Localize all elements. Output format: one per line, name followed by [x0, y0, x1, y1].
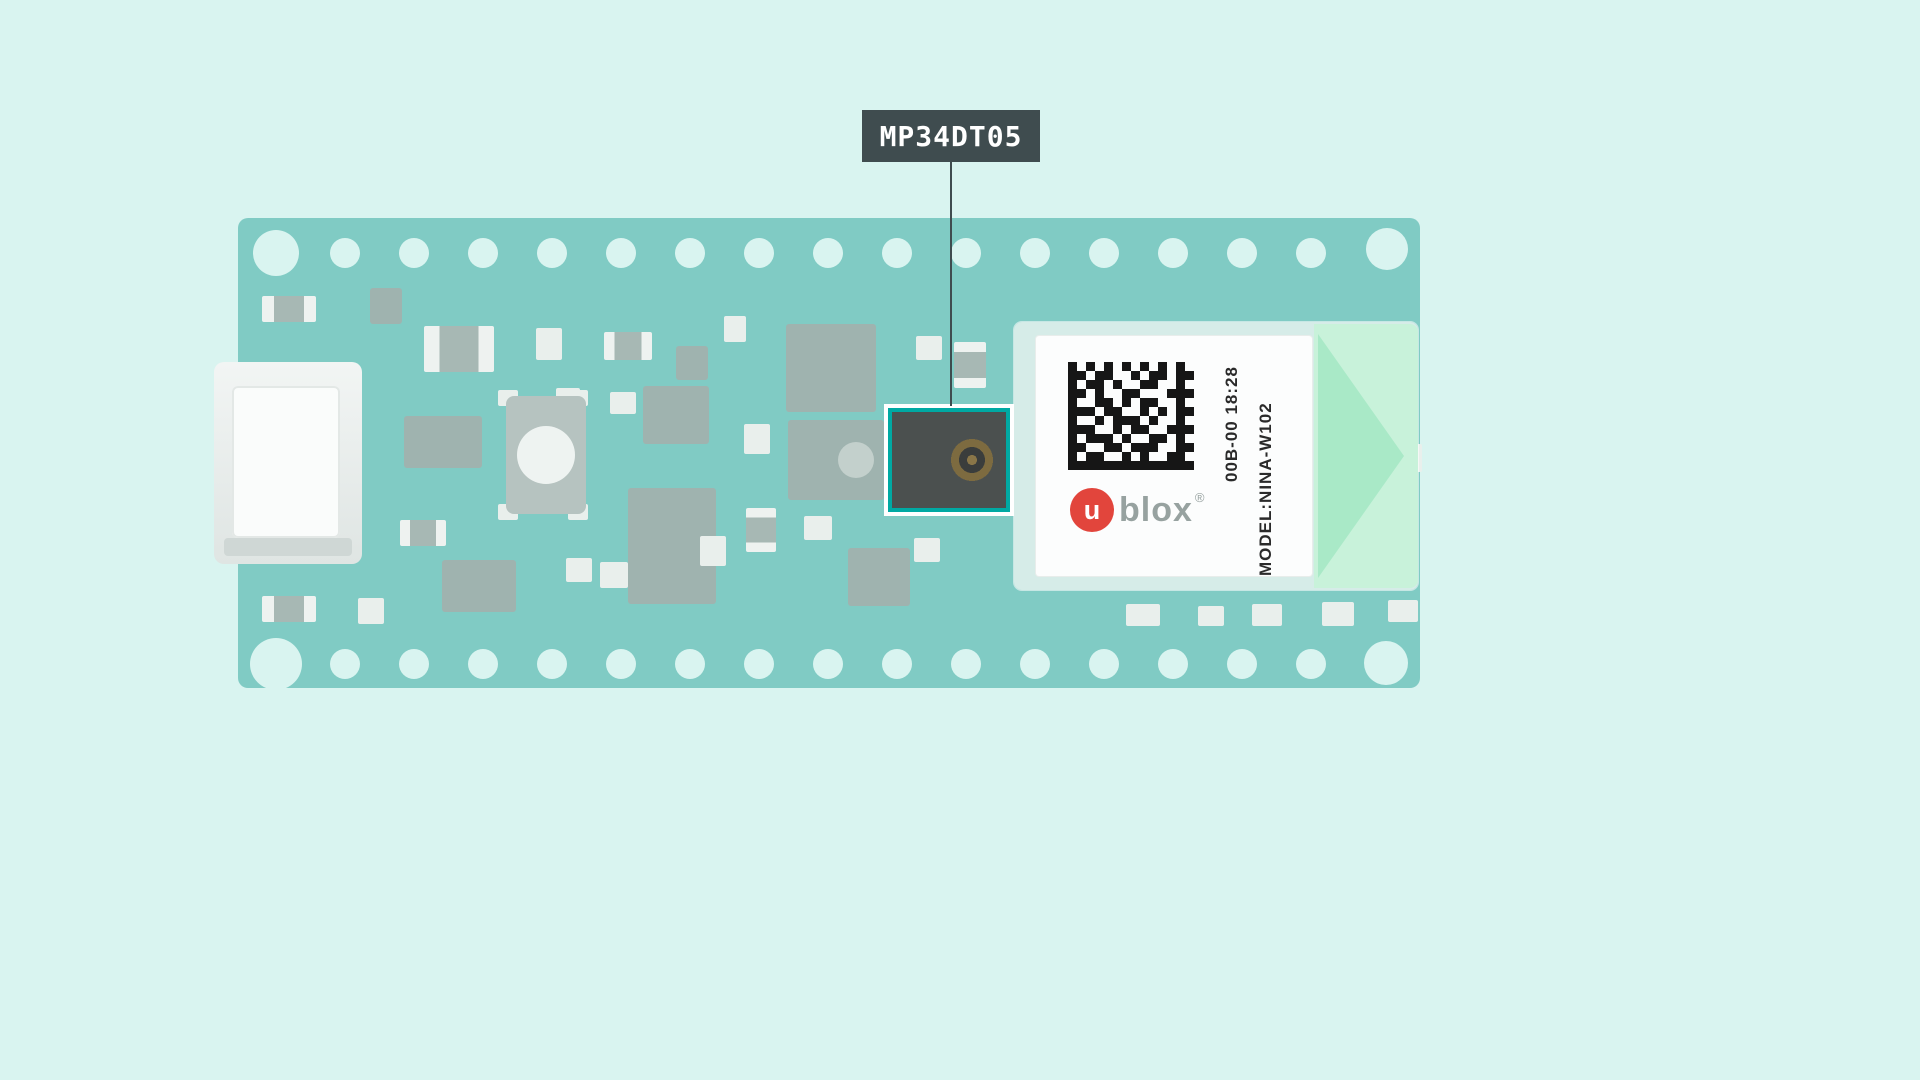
smd-component	[604, 332, 652, 360]
pin-hole	[468, 649, 498, 679]
pin-hole	[1020, 238, 1050, 268]
pin-hole	[675, 649, 705, 679]
antenna-area	[1314, 324, 1418, 588]
usb-connector-shell	[232, 386, 340, 538]
smd-component	[442, 560, 516, 612]
smd-component	[566, 558, 592, 582]
usb-connector	[214, 362, 362, 564]
pin-hole	[1366, 228, 1408, 270]
smd-component	[536, 328, 562, 360]
smd-component	[848, 548, 910, 606]
pin-hole	[1158, 649, 1188, 679]
smd-component	[370, 288, 402, 324]
smd-component	[1126, 604, 1160, 626]
smd-component	[400, 520, 446, 546]
smd-component	[262, 296, 316, 322]
module-label: u blox ® 00B-00 18:28 MODEL:NINA-W102	[1036, 336, 1312, 576]
smd-component	[1388, 600, 1418, 622]
ublox-brand: u blox ®	[1070, 488, 1205, 532]
module-date-code: 00B-00 18:28	[1222, 366, 1241, 482]
datamatrix-code	[1068, 362, 1194, 470]
pin-hole	[951, 238, 981, 268]
pin-hole	[250, 638, 302, 690]
pin-hole	[744, 238, 774, 268]
pin-hole	[253, 230, 299, 276]
smd-component	[600, 562, 628, 588]
smd-component	[1322, 602, 1354, 626]
smd-component	[788, 420, 884, 500]
pin-hole	[1364, 641, 1408, 685]
pin-hole	[813, 238, 843, 268]
smd-component	[916, 336, 942, 360]
pin-hole	[1089, 649, 1119, 679]
registered-mark: ®	[1194, 490, 1205, 505]
pin-hole	[1089, 238, 1119, 268]
antenna-triangle	[1318, 334, 1404, 578]
pin-hole	[675, 238, 705, 268]
nina-w102-module: u blox ® 00B-00 18:28 MODEL:NINA-W102	[1014, 322, 1418, 590]
microphone-highlight	[884, 404, 1014, 516]
pin-hole	[813, 649, 843, 679]
smd-component	[1252, 604, 1282, 626]
smd-component	[804, 516, 832, 540]
pin-hole	[882, 238, 912, 268]
pin-hole	[330, 649, 360, 679]
pin-hole	[399, 238, 429, 268]
pin-hole	[1227, 238, 1257, 268]
smd-component	[404, 416, 482, 468]
pin-hole	[468, 238, 498, 268]
callout-line	[950, 162, 952, 406]
pin-hole	[1020, 649, 1050, 679]
smd-component	[424, 326, 494, 372]
smd-component	[676, 346, 708, 380]
microphone-component	[888, 408, 1010, 512]
smd-component	[954, 342, 986, 388]
pin-hole	[1296, 649, 1326, 679]
smd-component	[643, 386, 709, 444]
smd-component	[914, 538, 940, 562]
microphone-port-icon	[950, 438, 994, 482]
pin-hole	[399, 649, 429, 679]
pin-hole	[744, 649, 774, 679]
module-model-text: MODEL:NINA-W102	[1256, 402, 1275, 576]
pin-hole	[606, 649, 636, 679]
smd-component	[610, 392, 636, 414]
pin-hole	[1158, 238, 1188, 268]
smd-component	[724, 316, 746, 342]
reset-button-component	[506, 396, 586, 514]
usb-connector-lip	[224, 538, 352, 556]
smd-component	[786, 324, 876, 412]
smd-component	[1198, 606, 1224, 626]
smd-component	[746, 508, 776, 552]
smd-component	[262, 596, 316, 622]
pin-hole	[330, 238, 360, 268]
pin-hole	[537, 649, 567, 679]
ublox-logo-text: blox	[1119, 490, 1193, 529]
pin-hole	[1296, 238, 1326, 268]
pin-hole	[537, 238, 567, 268]
smd-component	[700, 536, 726, 566]
pin-hole	[882, 649, 912, 679]
pin-hole	[951, 649, 981, 679]
smd-component	[744, 424, 770, 454]
ublox-logo-u: u	[1083, 494, 1101, 525]
pin-hole	[1227, 649, 1257, 679]
smd-component	[358, 598, 384, 624]
callout-label: MP34DT05	[862, 110, 1040, 162]
ublox-logo-icon: u	[1070, 488, 1114, 532]
pin-hole	[606, 238, 636, 268]
